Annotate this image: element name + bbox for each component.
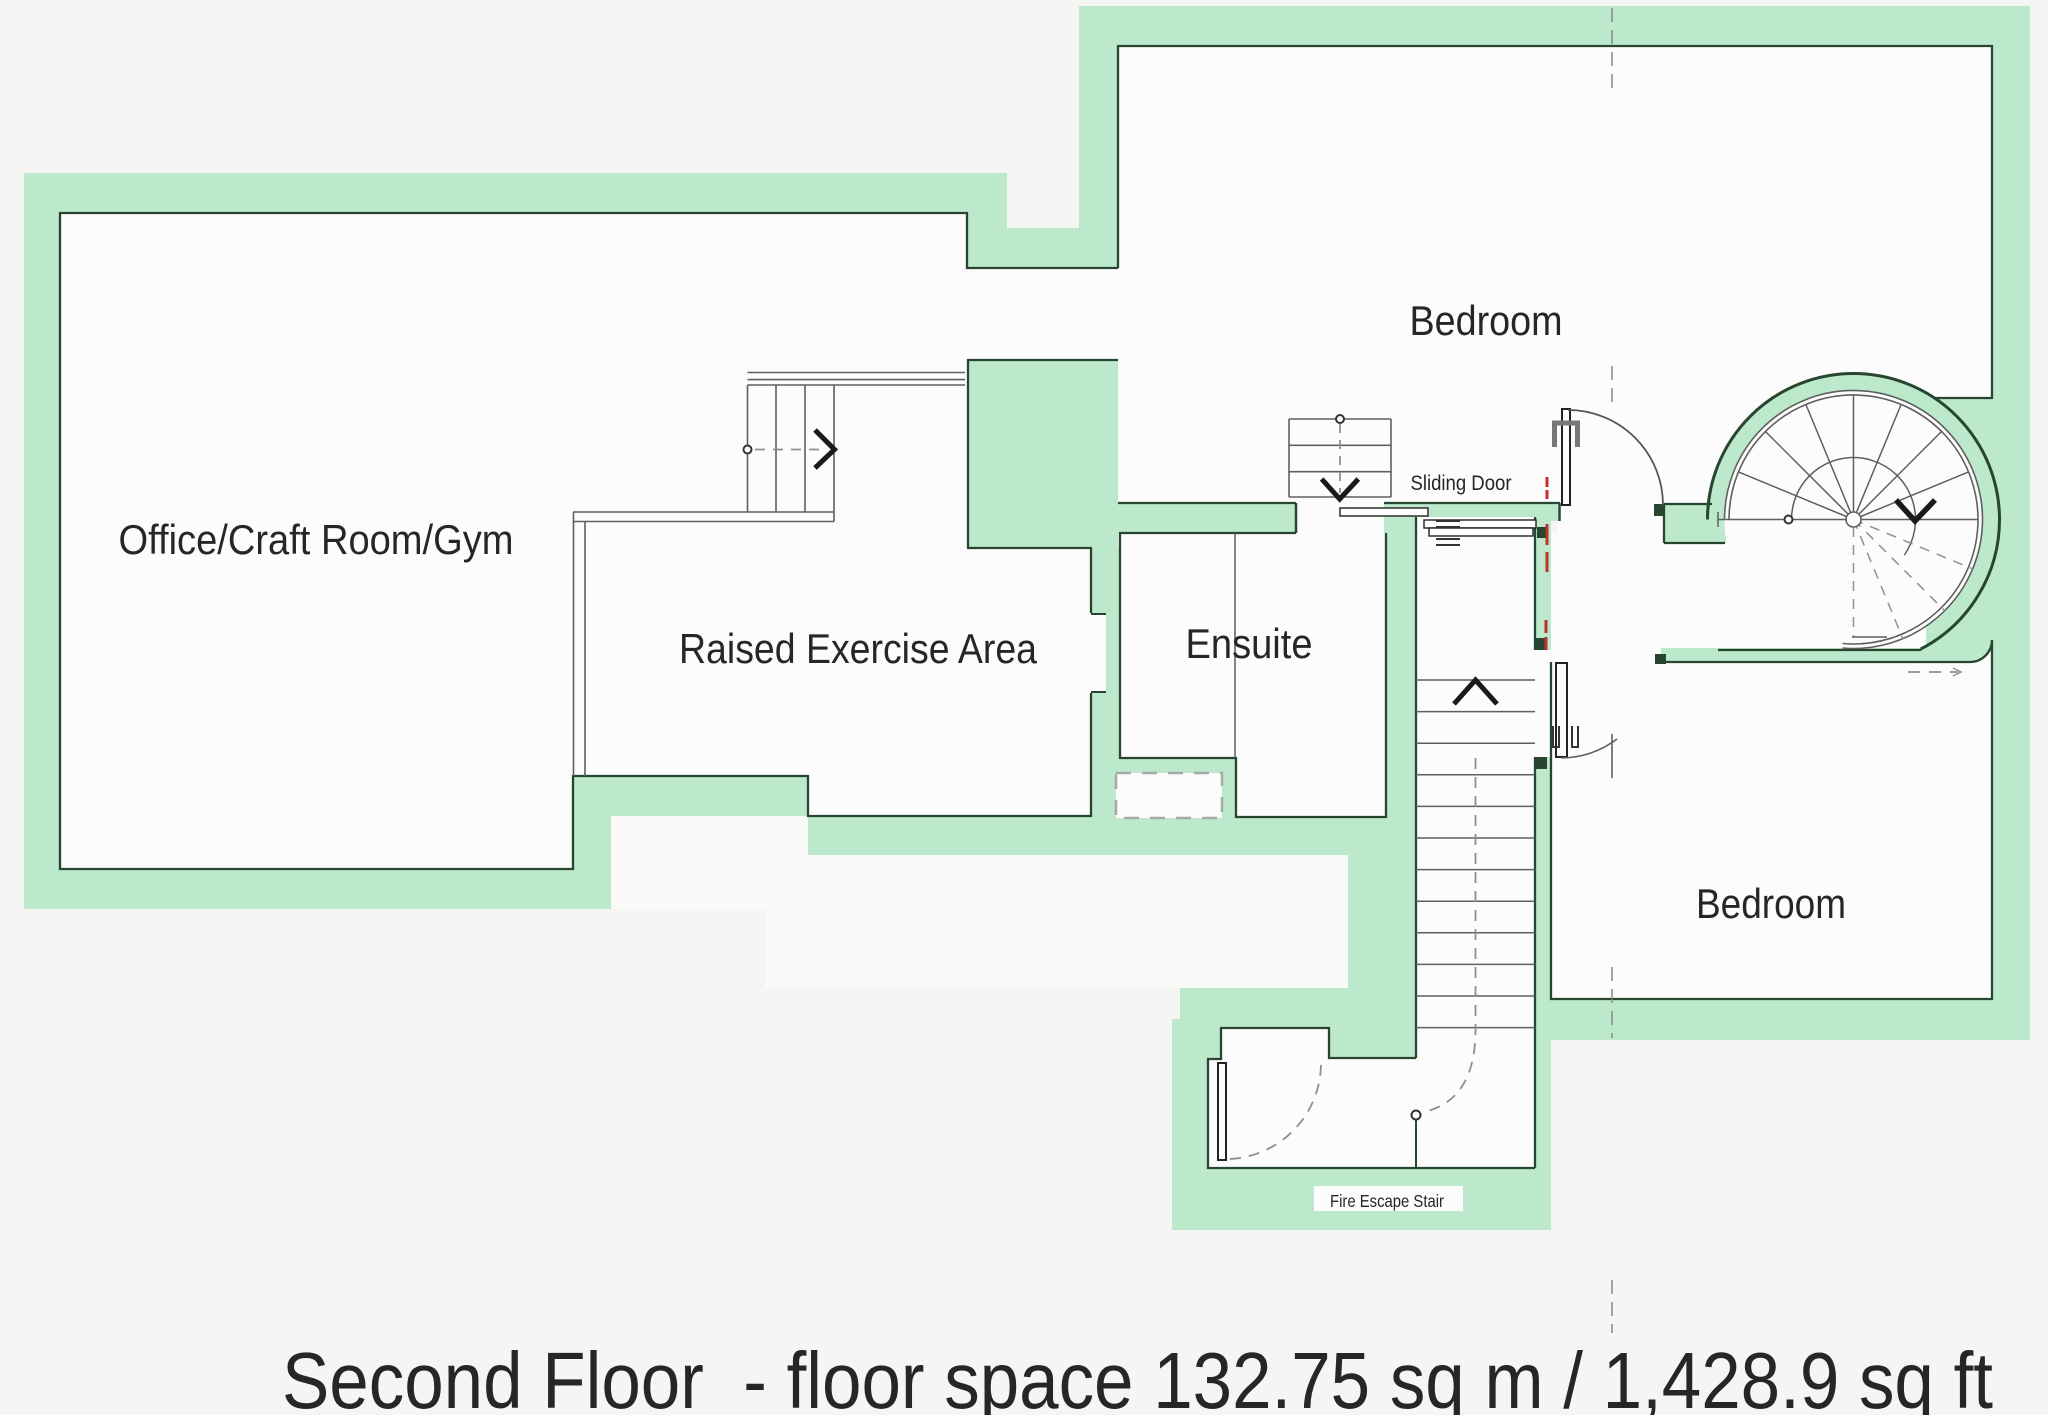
svg-text:Fire Escape Stair: Fire Escape Stair xyxy=(1330,1191,1444,1211)
svg-text:Bedroom: Bedroom xyxy=(1410,297,1563,344)
svg-text:Office/Craft Room/Gym: Office/Craft Room/Gym xyxy=(119,516,514,563)
svg-text:Ensuite: Ensuite xyxy=(1186,620,1313,667)
svg-text:Second Floor - floor space 13: Second Floor - floor space 132.75 sq m /… xyxy=(282,1336,1993,1415)
svg-text:Raised Exercise Area: Raised Exercise Area xyxy=(679,625,1038,672)
svg-text:Bedroom: Bedroom xyxy=(1696,880,1846,927)
svg-text:Sliding Door: Sliding Door xyxy=(1411,472,1512,495)
